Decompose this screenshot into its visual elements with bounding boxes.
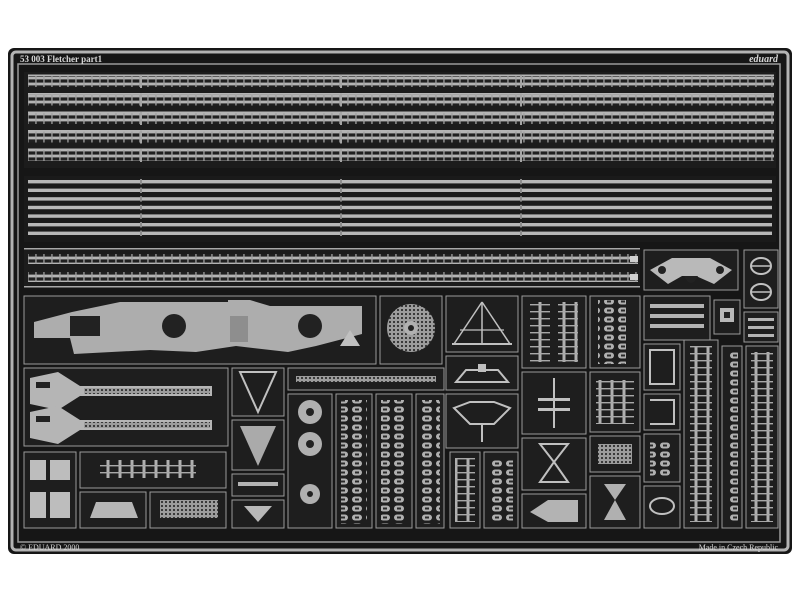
tool-tab-pair [23,367,229,447]
straight-strip [28,222,772,228]
railing-row [28,111,774,125]
frame-parts-cluster [231,367,285,529]
clamp-parts [445,355,519,529]
railing-row [28,74,774,88]
straight-strip [28,179,772,185]
fret-title: 53 003 Fletcher part1 [20,54,103,64]
tripod-frame [445,295,519,353]
oval-parts [743,249,779,309]
square-blocks [23,451,77,529]
right-parts-stack [643,343,681,529]
straight-strip [28,196,772,202]
link-strip-a [589,295,641,369]
ladder-panel-a [521,295,587,369]
antenna-parts [521,371,587,529]
straight-strip [28,187,772,193]
fret-border [10,50,790,552]
grille-panel [79,451,227,529]
straight-strip [28,204,772,211]
railing-row [28,148,774,162]
link-columns [335,393,445,529]
deck-plate [23,295,377,365]
thin-rod-panel [287,367,445,391]
origin-text: Made in Czech Republic [699,543,779,552]
circular-grate [379,295,443,365]
straight-strip [28,213,772,219]
copyright-text: © EDUARD 2000 [20,543,79,552]
railing-row [28,130,774,144]
brand-logo-text: eduard [749,54,779,65]
upper-railing-group [24,72,776,168]
disc-column [287,393,333,529]
straight-strip [28,230,772,236]
bracket-part [643,249,739,291]
long-strip-group [24,176,776,242]
railing-row [28,93,774,107]
vent-parts [589,371,641,529]
right-ladder-columns [683,339,779,529]
middle-railing-group [24,248,640,288]
small-parts-right [643,295,779,343]
